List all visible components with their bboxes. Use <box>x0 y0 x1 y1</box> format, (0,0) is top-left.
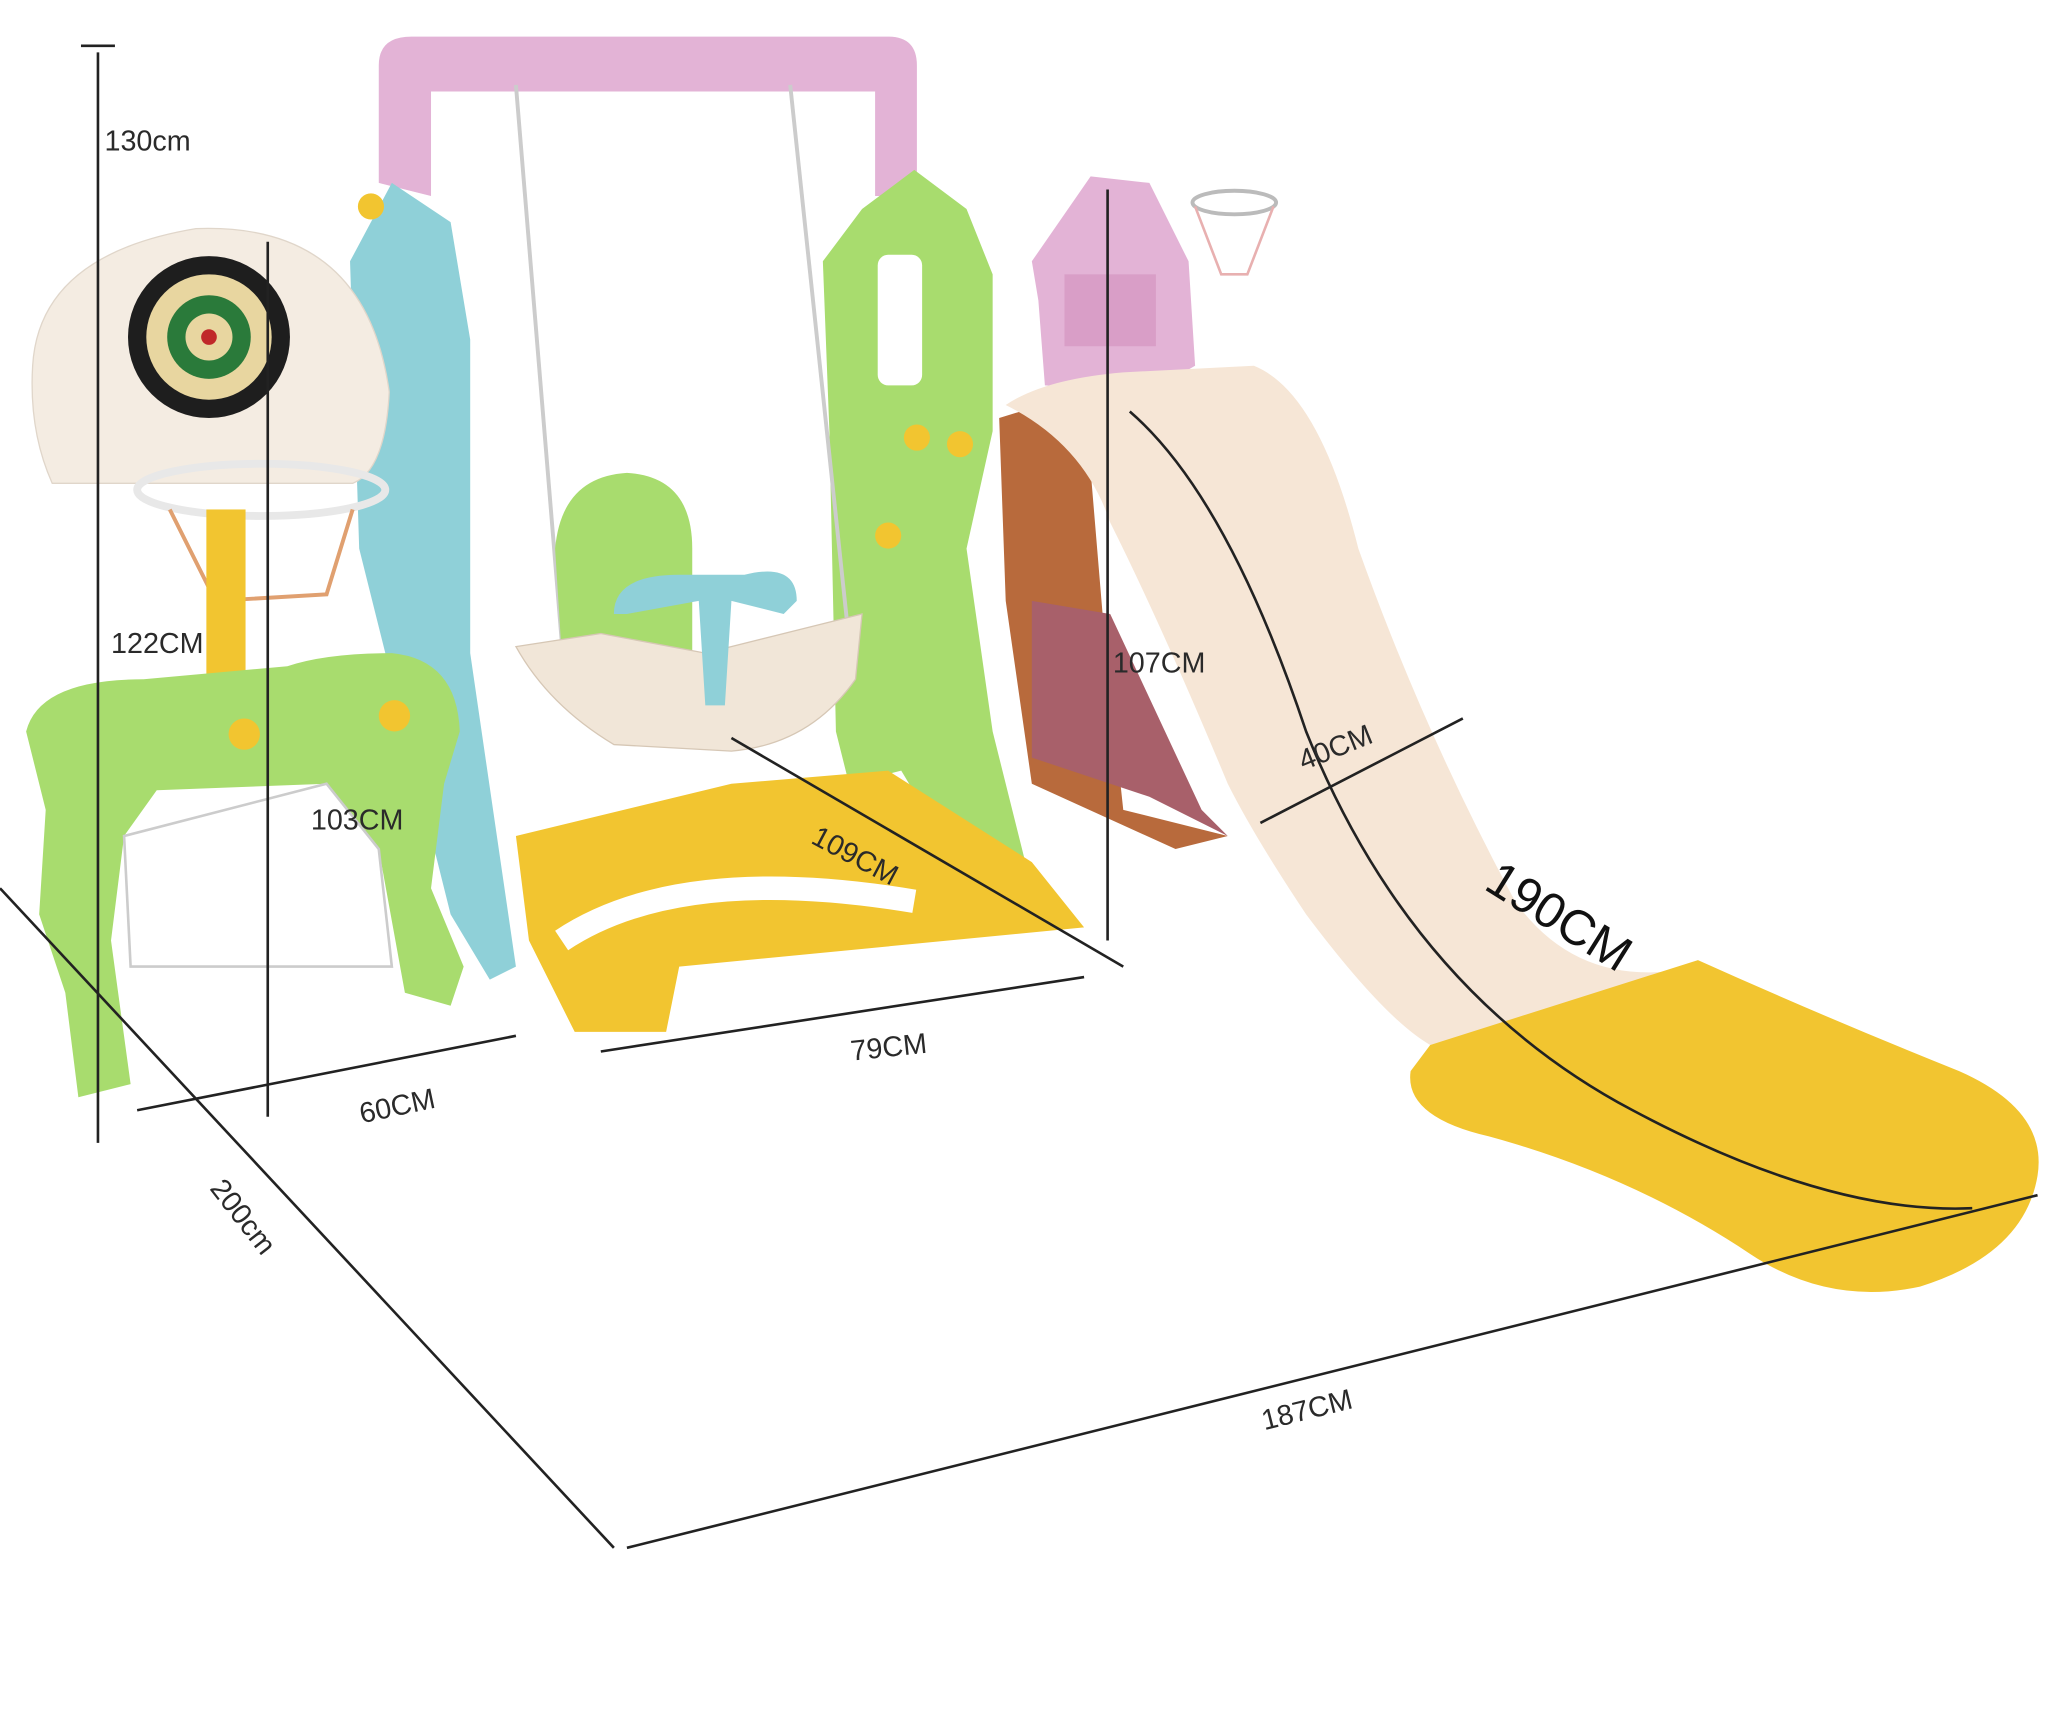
blue-tower <box>350 182 516 980</box>
slide-house-window <box>1064 274 1156 347</box>
label-total-height: 130cm <box>104 125 190 157</box>
label-slide-platform-height: 107CM <box>1113 648 1206 680</box>
swing-base-arch <box>555 876 917 951</box>
goal-knob <box>228 718 260 750</box>
dimension-lines <box>0 44 2038 1550</box>
swing-rope-right <box>788 84 851 641</box>
swing-seat-back <box>555 472 693 654</box>
label-goal-height: 103CM <box>311 804 404 836</box>
blue-tower-knob <box>357 193 384 220</box>
swing-frame-arch <box>378 36 917 196</box>
label-goal-width: 60CM <box>357 1083 439 1130</box>
label-hoop-height: 122CM <box>111 628 204 660</box>
swing-seat <box>514 613 863 752</box>
green-tower-knob <box>875 522 902 549</box>
swing-rope-left <box>513 84 564 641</box>
green-tower-window <box>877 254 923 386</box>
slide-basketball-hoop <box>1190 188 1279 217</box>
slide-chute <box>1005 365 1698 1045</box>
swing-safety-bar <box>613 571 797 706</box>
soccer-goal-frame <box>26 653 464 1098</box>
hoop-pole <box>206 509 246 693</box>
slide-end <box>1410 960 2039 1292</box>
label-overall-length: 187CM <box>1258 1384 1356 1437</box>
slide-ladder-side <box>1031 600 1228 836</box>
slide-hoop-net <box>1193 205 1275 276</box>
swing-base <box>515 770 1085 1032</box>
green-tower-knob <box>946 431 974 458</box>
label-swing-width: 79CM <box>849 1028 929 1068</box>
green-tower <box>822 169 1032 915</box>
soccer-goal-net <box>122 782 394 968</box>
dartboard-bullseye <box>201 329 217 345</box>
left-basketball-hoop <box>133 459 390 520</box>
green-tower-knob <box>903 424 930 451</box>
goal-knob <box>378 700 411 732</box>
left-hoop-net <box>168 508 355 603</box>
label-overall-depth: 200cm <box>203 1173 281 1261</box>
